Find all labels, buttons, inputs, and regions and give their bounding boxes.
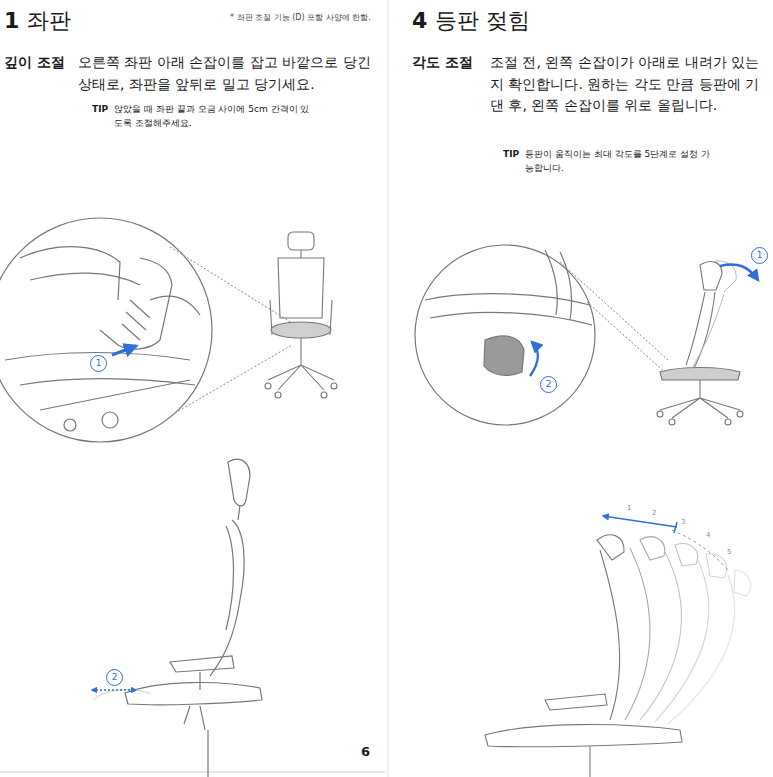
angle-stop [674,522,677,533]
pull-arrow [112,346,136,355]
section-number: 4 [412,8,427,34]
angle-step: 3 [681,519,685,526]
angle-step: 1 [627,505,631,512]
recline-arrow [720,265,758,280]
subheading: 깊이 조절 [4,52,65,72]
leader-line [587,302,668,375]
callout-number: 1 [751,247,768,264]
section-number: 1 [4,8,19,34]
leader-line [175,345,292,413]
section-title: 등판 젖힘 [435,8,530,34]
chair-front [265,232,337,398]
divider [388,0,389,777]
leader-line [170,247,292,323]
depth-arrow [92,689,136,690]
section-title: 좌판 [27,8,71,34]
leader-line [560,262,668,360]
angle-step: 5 [727,549,731,556]
page-edge [0,772,385,773]
lever-zoom [415,245,595,425]
subheading: 각도 조절 [412,52,473,72]
instruction-text: 조절 전, 왼쪽 손잡이가 아래로 내려가 있는지 확인합니다. 원하는 각도 … [490,52,768,117]
tip-label: TIP [503,148,519,161]
tip-text: 등판이 움직이는 최대 각도를 5단계로 설정 가능합니다. [525,147,715,176]
chair-side [125,459,262,777]
tip-text: 앉았을 때 좌판 끝과 오금 사이에 5cm 간격이 있도록 조절해주세요. [114,102,314,131]
instruction-text: 오른쪽 좌판 아래 손잡이를 잡고 바깥으로 당긴 상태로, 좌판을 앞뒤로 밀… [78,52,378,95]
lever-arrow [530,342,538,376]
angle-arrow [603,516,677,527]
footnote: * 좌판 조절 기능 (D) 포함 사양에 한함. [230,12,371,24]
angle-step: 2 [652,510,656,517]
angle-arc [672,530,728,570]
callout-number: 2 [106,669,123,686]
chair-ghost [692,261,736,368]
callout-number: 1 [90,355,107,372]
chair-recline [657,262,743,425]
chair-stages [485,535,751,777]
seat-zoom [0,218,212,442]
page-number: 6 [361,743,370,762]
tip-label: TIP [92,103,108,116]
seat-ghost [93,689,150,700]
callout-number: 2 [540,376,557,393]
angle-step: 4 [706,532,710,539]
